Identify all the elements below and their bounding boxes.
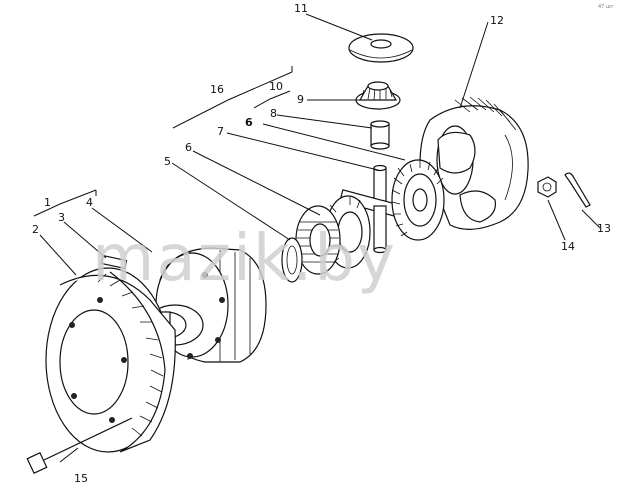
leader-lines [33,13,601,463]
thrust-washer-part [348,33,414,63]
callout-13: 13 [597,222,611,235]
shim-ring-part [281,237,303,283]
callout-labels: 11 12 16 10 9 8 6 7 6 5 1 2 3 4 14 13 15 [32,2,611,485]
watermark-text: mazik.by [92,222,397,296]
side-pinion-gear-part [355,81,401,110]
callout-15: 15 [74,472,88,485]
castle-nut-part [537,176,557,198]
corner-code-text: 47 шт [598,4,614,10]
callout-14: 14 [561,240,575,253]
callout-3: 3 [58,211,65,224]
roller-bearing-part [295,205,341,275]
dowel-pin-part [100,254,128,270]
callout-11: 11 [294,2,308,15]
differential-case-half-part [419,96,529,230]
callout-8: 8 [270,107,277,120]
callout-6-lower: 6 [185,141,192,154]
callout-4: 4 [86,196,93,209]
callout-12: 12 [490,14,504,27]
bolt-part [26,417,133,475]
cotter-pin-part [564,172,591,208]
crown-ring-gear-part [45,267,176,453]
bushing-part [370,120,390,150]
callout-1: 1 [44,196,51,209]
callout-2: 2 [32,223,39,236]
callout-9: 9 [297,93,304,106]
side-bevel-gear-part [391,159,445,241]
callout-7: 7 [217,125,224,138]
callout-6-upper: 6 [245,116,253,129]
callout-10: 10 [269,80,283,93]
callout-16: 16 [210,83,224,96]
callout-5: 5 [164,155,171,168]
